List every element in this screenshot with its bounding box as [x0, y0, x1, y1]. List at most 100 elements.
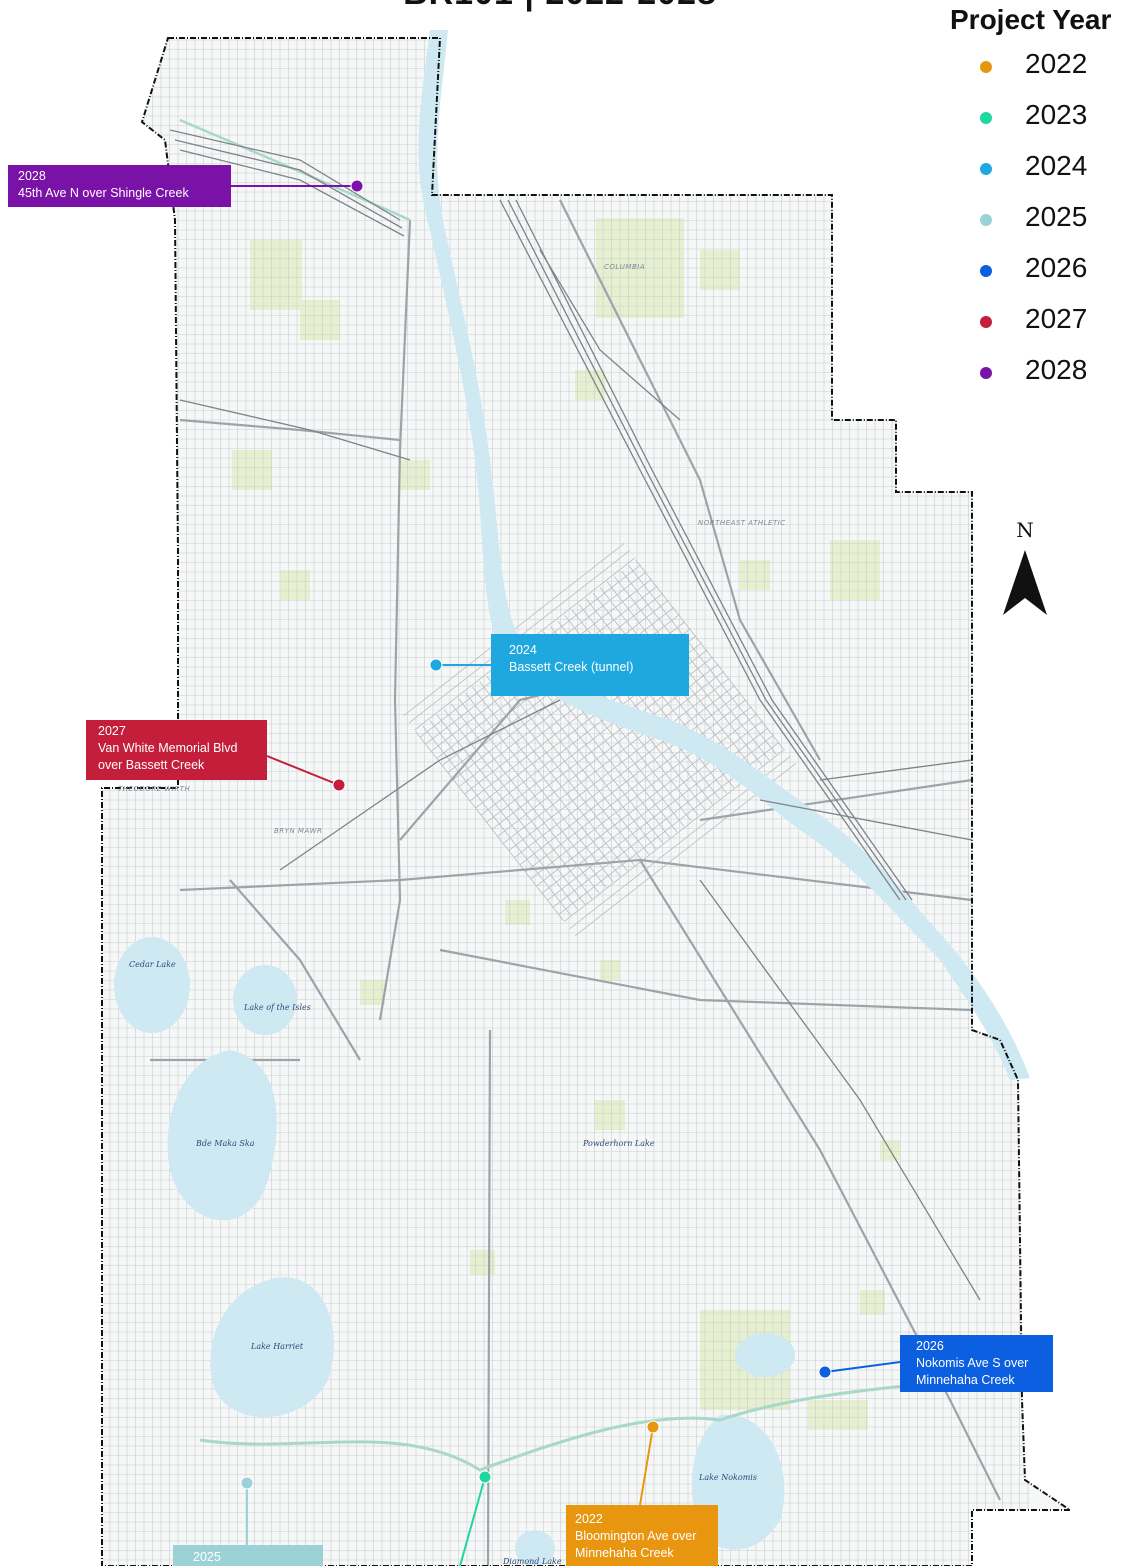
- mississippi-river: [418, 30, 1030, 1080]
- rail-line: [507, 199, 907, 901]
- legend-label: 2024: [1025, 150, 1088, 181]
- project-marker: [332, 778, 346, 792]
- project-marker: [240, 1476, 254, 1490]
- lake-hiawatha: [735, 1333, 795, 1377]
- label-lake-nokomis: Lake Nokomis: [699, 1473, 757, 1482]
- major-road: [439, 948, 973, 1012]
- callout-year: 2025: [193, 1550, 221, 1564]
- park-area: [595, 1100, 625, 1130]
- park-area: [830, 540, 880, 600]
- legend-title: Project Year: [950, 4, 1112, 35]
- callout-2027[interactable]: 2027 Van White Memorial Blvd over Basset…: [86, 720, 267, 780]
- callout-line: Minnehaha Creek: [575, 1546, 674, 1560]
- project-marker: [350, 179, 364, 193]
- major-road: [559, 199, 821, 761]
- lake-harriet: [210, 1277, 334, 1418]
- callout-line: 45th Ave N over Shingle Creek: [18, 186, 189, 200]
- project-marker: [429, 658, 443, 672]
- park-area: [280, 570, 310, 600]
- bde-maka-ska: [167, 1050, 277, 1221]
- north-arrow: N: [1002, 518, 1048, 618]
- callout-line: Minnehaha Creek: [916, 1373, 1015, 1387]
- callout-2028[interactable]: 2028 45th Ave N over Shingle Creek: [8, 165, 231, 207]
- callout-leaders: [231, 179, 901, 1566]
- callout-2025[interactable]: 2025: [173, 1545, 323, 1566]
- map-title: BR101 | 2022-2028: [330, 0, 790, 13]
- park-area: [600, 960, 620, 980]
- callout-year: 2027: [98, 724, 126, 738]
- legend-label: 2027: [1025, 303, 1088, 334]
- park-area: [808, 1400, 868, 1430]
- rail-line: [699, 879, 981, 1301]
- legend-item: 2028: [950, 352, 1128, 403]
- rail-line: [179, 149, 405, 237]
- legend-item: 2023: [950, 97, 1128, 148]
- lake-of-the-isles: [233, 965, 297, 1035]
- major-road: [639, 859, 1001, 1501]
- callout-year: 2026: [916, 1339, 944, 1353]
- minnehaha-creek: [199, 1378, 971, 1472]
- legend-dot: [980, 61, 992, 73]
- project-marker: [478, 1470, 492, 1484]
- rail-line: [759, 799, 973, 841]
- legend-label: 2025: [1025, 201, 1088, 232]
- callout-line: Bloomington Ave over: [575, 1529, 697, 1543]
- callout-2022[interactable]: 2022 Bloomington Ave over Minnehaha Cree…: [566, 1505, 718, 1566]
- rail-line: [515, 199, 913, 901]
- legend-item: 2024: [950, 148, 1128, 199]
- legend-label: 2026: [1025, 252, 1088, 283]
- major-road: [378, 219, 412, 1021]
- rail-line: [819, 759, 973, 781]
- label-theodore-wirth: THEODORE WIRTH: [118, 785, 191, 793]
- label-powderhorn-lake: Powderhorn Lake: [583, 1139, 655, 1148]
- rail-line: [174, 139, 403, 229]
- legend-item: 2022: [950, 46, 1128, 97]
- callout-leader: [639, 1426, 654, 1506]
- park-area: [700, 250, 740, 290]
- label-bde-maka-ska: Bde Maka Ska: [196, 1139, 255, 1148]
- legend-dot: [980, 163, 992, 175]
- callout-leader: [459, 1476, 486, 1566]
- label-lake-harriet: Lake Harriet: [251, 1342, 304, 1351]
- callout-year: 2024: [509, 643, 537, 657]
- rail-line: [179, 399, 411, 461]
- rail-line: [499, 199, 901, 901]
- legend-dot: [980, 214, 992, 226]
- legend-label: 2023: [1025, 99, 1088, 130]
- rail-lines: [169, 129, 981, 1301]
- callout-line: over Bassett Creek: [98, 758, 205, 772]
- callout-leader: [266, 755, 340, 786]
- park-area: [470, 1250, 495, 1275]
- north-arrow-label: N: [1016, 518, 1034, 542]
- legend-label: 2028: [1025, 354, 1088, 385]
- label-columbia: COLUMBIA: [604, 263, 646, 271]
- label-lake-of-the-isles: Lake of the Isles: [244, 1003, 311, 1012]
- legend-dot: [980, 112, 992, 124]
- park-area: [250, 240, 302, 310]
- callout-line: Nokomis Ave S over: [916, 1356, 1029, 1370]
- callout-line: Van White Memorial Blvd: [98, 741, 238, 755]
- cedar-lake: [114, 937, 190, 1033]
- north-arrow-icon: [1003, 550, 1047, 615]
- project-marker: [646, 1420, 660, 1434]
- major-road: [179, 858, 973, 902]
- city-boundary: [101, 37, 1074, 1566]
- shingle-creek: [179, 118, 411, 222]
- diamond-lake: [515, 1530, 555, 1566]
- park-area: [740, 560, 770, 590]
- park-area: [232, 450, 272, 490]
- park-area: [300, 300, 340, 340]
- major-road: [179, 418, 401, 442]
- rail-line: [169, 129, 401, 221]
- legend-list: 2022 2023 2024 2025 2026 2027 2028: [950, 46, 1128, 403]
- callout-year: 2028: [18, 169, 46, 183]
- parks-layer: [232, 218, 900, 1430]
- legend-dot: [980, 265, 992, 277]
- legend-dot: [980, 316, 992, 328]
- callout-leader: [824, 1361, 901, 1373]
- callout-2024[interactable]: 2024 Bassett Creek (tunnel): [491, 634, 689, 696]
- callout-2026[interactable]: 2026 Nokomis Ave S over Minnehaha Creek: [900, 1335, 1053, 1392]
- label-diamond-lake: Diamond Lake: [503, 1557, 562, 1566]
- label-cedar-lake: Cedar Lake: [129, 960, 176, 969]
